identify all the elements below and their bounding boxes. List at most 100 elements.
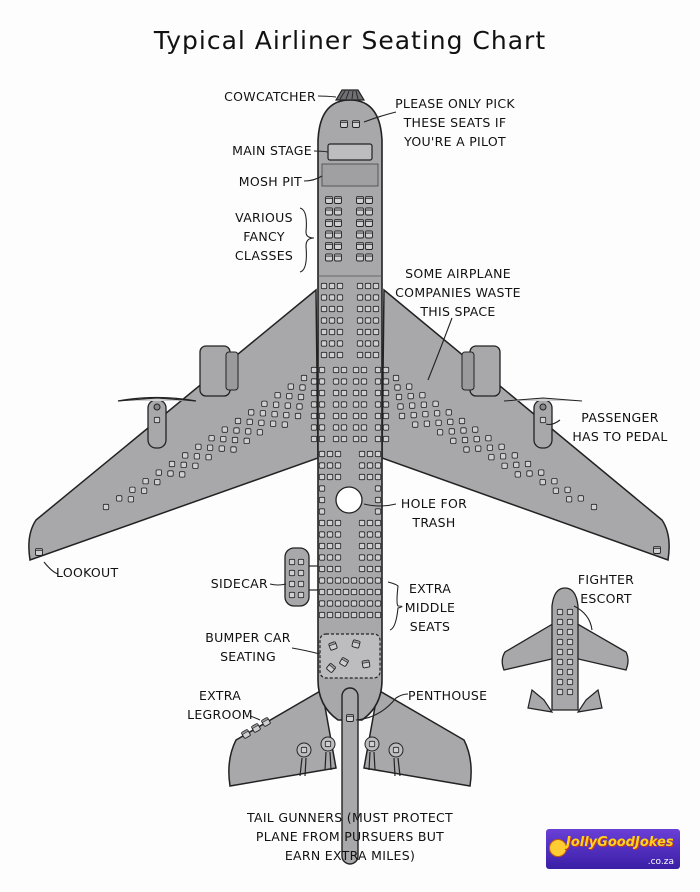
seat [374,366,382,374]
seat [352,401,360,408]
seat [245,428,252,435]
seat [334,542,342,550]
seat [356,305,364,313]
seat [374,435,382,443]
right-propeller [503,397,583,449]
lookout-seat-right [653,546,661,554]
seat [352,424,360,431]
seat [318,412,326,420]
seat [374,424,382,431]
seat [326,600,334,607]
seat [364,282,372,290]
seat [382,378,390,385]
seat [356,282,364,290]
seat [350,600,358,607]
label-tail-gunners: Tail gunners (must protect plane from pu… [247,810,453,863]
seat [356,351,364,359]
seat [461,436,469,444]
seat [366,577,374,584]
seat [366,542,374,550]
label-pedal: Passenger has to pedal [572,410,668,444]
seat [326,588,334,596]
left-wing [28,288,319,562]
chart-title: Typical Airliner Seating Chart [153,26,547,55]
seat [325,219,333,227]
seat [372,282,380,290]
seat [366,600,374,607]
seat [325,207,333,216]
seat [299,384,306,391]
seat [372,351,380,359]
seat [334,230,342,239]
seat [526,470,533,477]
seat [326,565,334,573]
seat [325,196,333,204]
seat [350,577,358,584]
seat [336,317,344,324]
seat [366,554,374,561]
seat [365,196,373,204]
seat [556,608,564,616]
seat [218,445,225,452]
seat [310,378,318,385]
seat [334,519,342,527]
seat [318,424,326,431]
seat [352,412,360,420]
seat [142,478,149,485]
seat [358,473,366,481]
seat [445,409,452,416]
seat [356,219,364,227]
seat [102,503,110,511]
seat [325,242,333,250]
seat [374,600,382,607]
seat [397,403,404,410]
seat [366,565,374,573]
seat [334,242,342,250]
seat [318,366,326,374]
seat [556,618,564,626]
seat [318,542,326,550]
seat [328,340,336,347]
seat [334,531,342,538]
right-engine [461,345,501,397]
seat [463,446,470,453]
label-main-stage: Main stage [232,143,312,158]
seat [336,340,344,347]
seat [374,496,382,504]
label-penthouse: Penthouse [408,688,488,703]
seat [358,577,366,584]
seat [566,618,574,626]
seat [220,435,227,443]
seat [340,366,348,374]
seat [334,600,342,607]
label-cowcatcher: Cowcatcher [224,89,316,104]
seat [356,196,364,204]
seat [320,305,328,313]
seat [332,401,340,408]
seat [364,351,372,359]
seat [566,658,574,666]
seat [334,253,342,262]
seat [450,437,457,445]
seat [332,435,340,443]
seat [432,400,439,407]
seat [566,678,574,686]
seat [325,230,333,239]
seat [358,519,366,527]
left-engine [199,345,239,397]
seat [352,366,360,374]
seat [352,378,360,385]
seat [320,340,328,347]
seat [356,328,364,336]
seat [326,577,334,584]
seat [328,294,336,301]
seat [358,531,366,538]
seat [248,409,255,416]
seat [392,374,400,382]
seat [358,611,366,619]
seat [564,486,571,493]
seat [234,417,242,425]
seat [556,668,564,676]
right-tail-wing [363,688,472,787]
